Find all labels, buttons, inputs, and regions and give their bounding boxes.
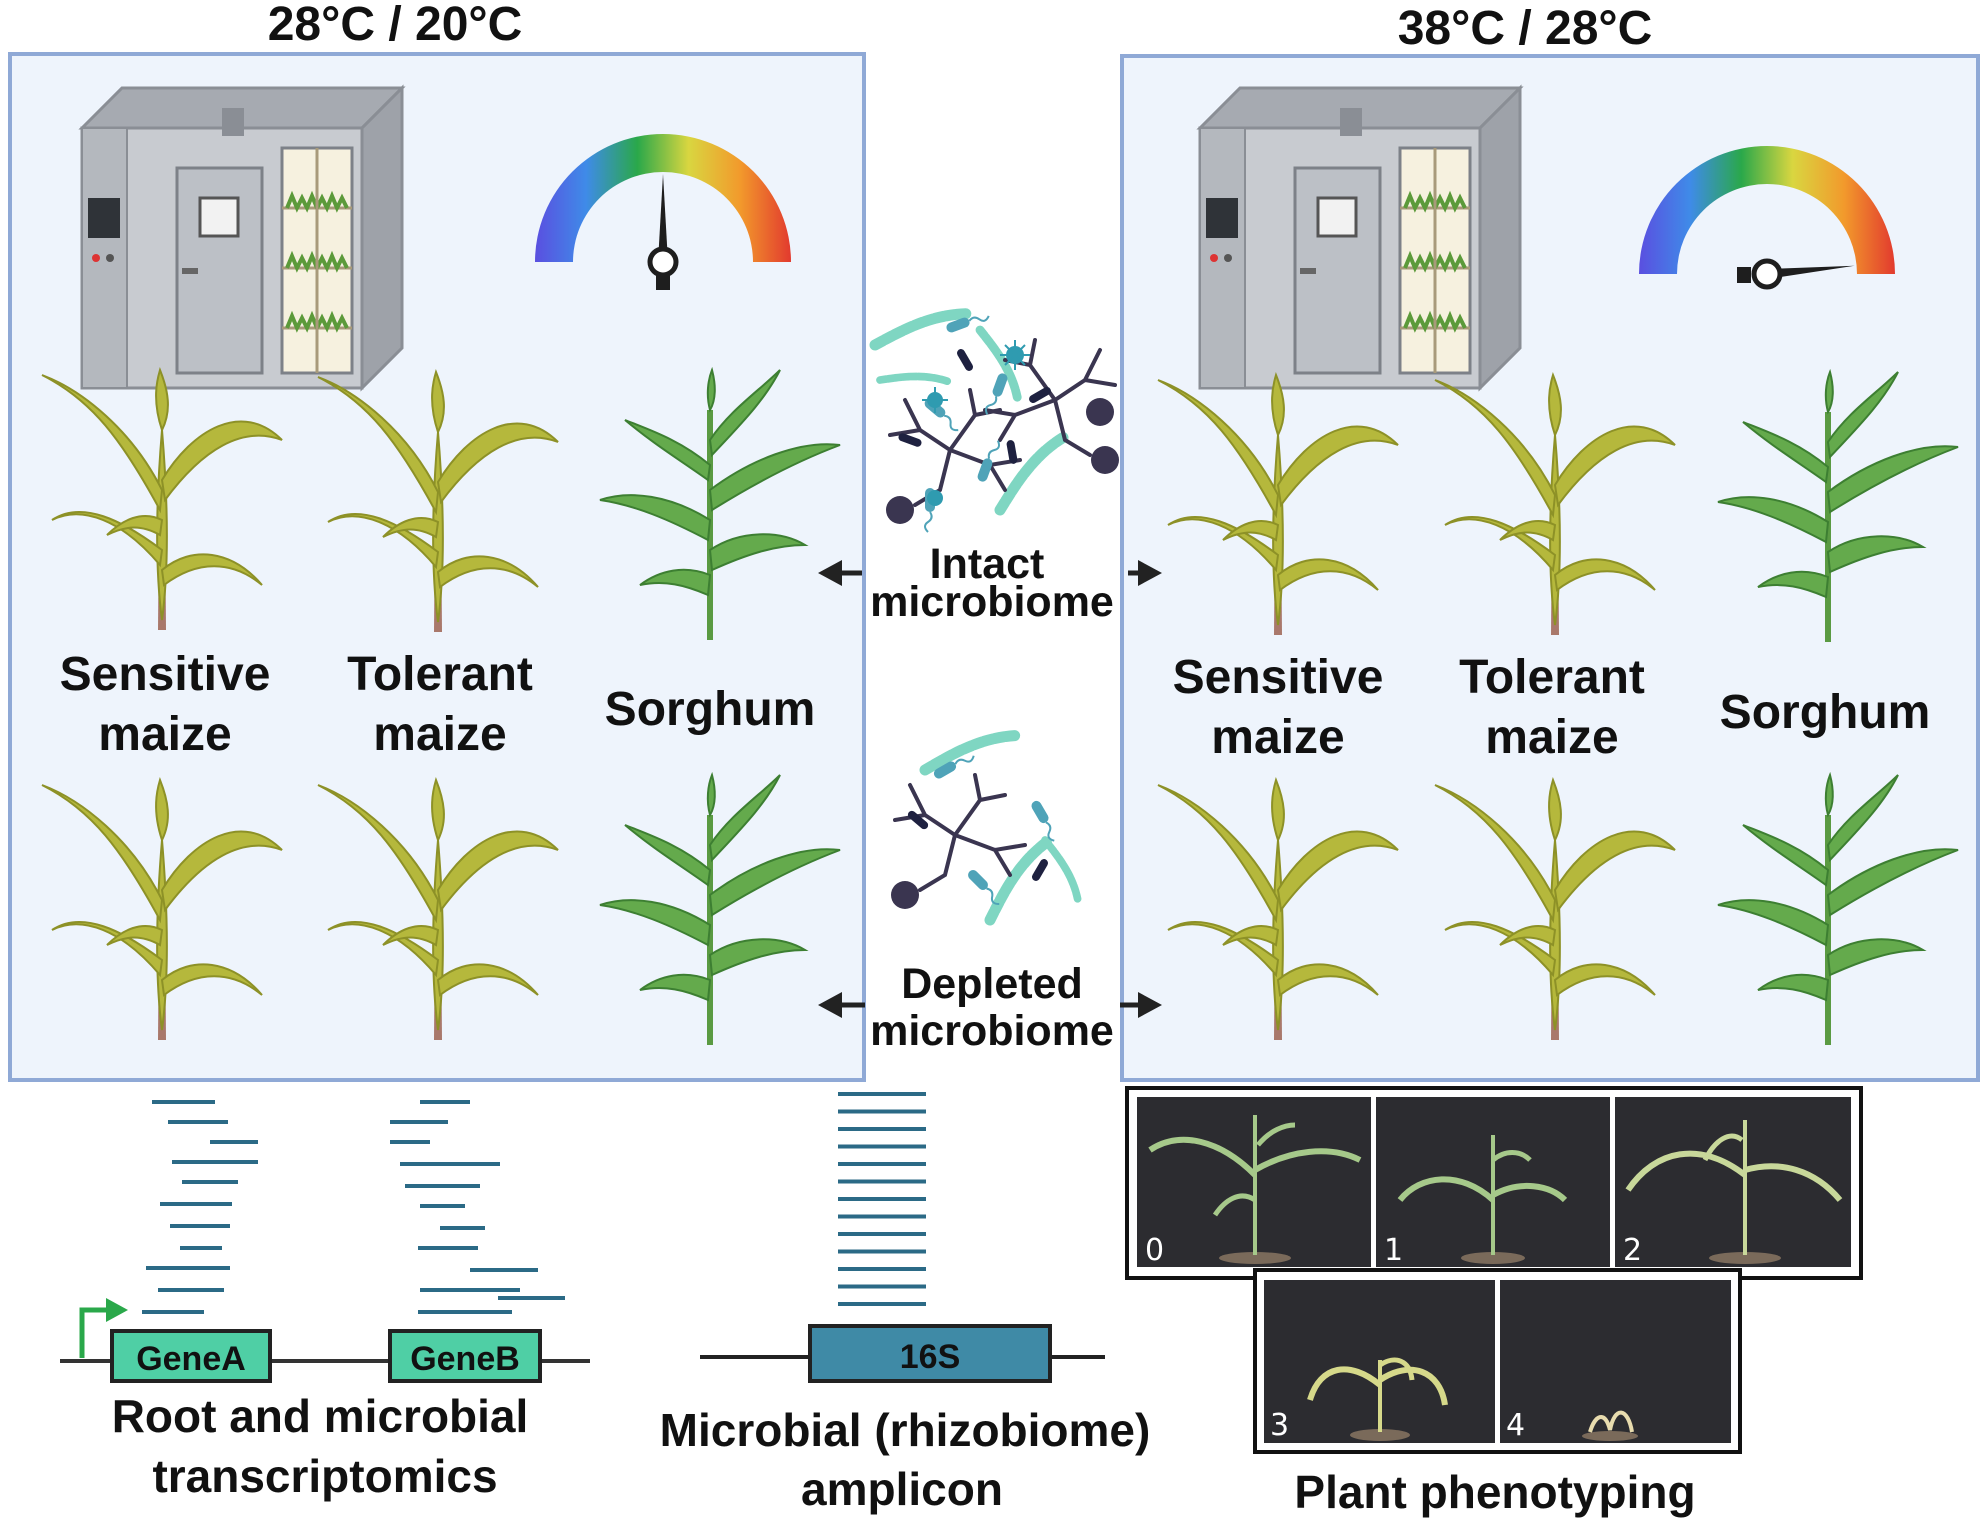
right-condition-title: 38°C / 28°C [1398, 2, 1653, 55]
depleted-label-1: Depleted [901, 960, 1083, 1008]
left-sensitive-label-2: maize [98, 708, 231, 761]
intact-microbiome-group: Intact microbiome [818, 309, 1162, 626]
right-tolerant-label-2: maize [1485, 711, 1618, 764]
gene-b-reads [390, 1102, 565, 1312]
phenotype-photo-2: 2 [1615, 1097, 1851, 1268]
phenotype-photo-4: 4 [1500, 1280, 1731, 1443]
transcriptomics-section: GeneA GeneB Root and microbial transcrip… [60, 1102, 590, 1502]
transcriptomics-label-1: Root and microbial [112, 1390, 529, 1442]
phenotype-score-0: 0 [1145, 1233, 1164, 1268]
phenotype-score-4: 4 [1506, 1408, 1525, 1443]
right-condition-panel: 38°C / 28°C Sensitive maize Tolerant mai… [1122, 2, 1978, 1080]
amplicon-label-2: amplicon [801, 1463, 1003, 1515]
right-sorghum-label: Sorghum [1720, 686, 1931, 739]
right-sensitive-label-1: Sensitive [1173, 651, 1384, 704]
left-condition-panel: 28°C / 20°C Sensitive maize Tolerant mai… [10, 0, 864, 1080]
gene-a-reads [142, 1102, 258, 1312]
intact-microbiome-icon [872, 309, 1119, 532]
amplicon-16s-label: 16S [900, 1338, 961, 1376]
phenotype-photo-0: 0 [1137, 1097, 1371, 1268]
gene-a-label: GeneA [136, 1340, 246, 1378]
gene-b-label: GeneB [410, 1340, 520, 1378]
right-growth-chamber-icon [1200, 88, 1520, 388]
depleted-microbiome-group: Depleted microbiome [818, 734, 1162, 1055]
left-sorghum-label: Sorghum [605, 683, 816, 736]
phenotyping-section: 0 1 2 3 [1127, 1088, 1861, 1518]
phenotyping-label: Plant phenotyping [1294, 1466, 1695, 1518]
left-sensitive-label-1: Sensitive [60, 648, 271, 701]
left-tolerant-label-2: maize [373, 708, 506, 761]
phenotype-photo-1: 1 [1376, 1097, 1610, 1268]
intact-label-2: microbiome [870, 578, 1114, 626]
phenotype-photo-3: 3 [1264, 1280, 1495, 1443]
right-sensitive-label-2: maize [1211, 711, 1344, 764]
depleted-microbiome-icon [891, 734, 1078, 920]
phenotype-score-1: 1 [1384, 1233, 1403, 1268]
amplicon-reads [838, 1094, 926, 1304]
depleted-label-2: microbiome [870, 1007, 1114, 1055]
left-growth-chamber-icon [82, 88, 402, 388]
right-tolerant-label-1: Tolerant [1459, 651, 1645, 704]
phenotype-score-3: 3 [1270, 1408, 1289, 1443]
left-condition-title: 28°C / 20°C [268, 0, 523, 51]
transcriptomics-label-2: transcriptomics [152, 1450, 497, 1502]
amplicon-section: 16S Microbial (rhizobiome) amplicon [660, 1094, 1151, 1515]
amplicon-label-1: Microbial (rhizobiome) [660, 1404, 1151, 1456]
left-tolerant-label-1: Tolerant [347, 648, 533, 701]
phenotype-score-2: 2 [1623, 1233, 1642, 1268]
